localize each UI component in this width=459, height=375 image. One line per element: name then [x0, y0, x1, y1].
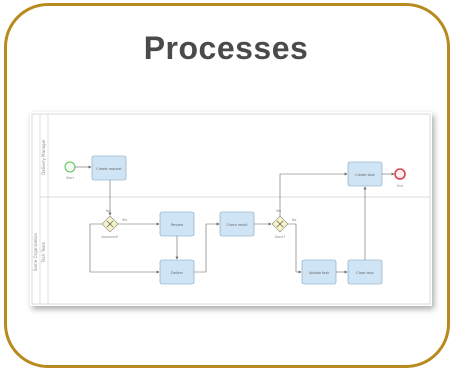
- start-event: [64, 161, 76, 173]
- gateway-2-no: No: [292, 218, 296, 222]
- card-title: Processes: [143, 30, 309, 66]
- bpmn-diagram: Some Organization Delivery Manager Tech …: [31, 113, 431, 305]
- end-event-label: End: [397, 184, 403, 188]
- gateway-2-yes: Yes: [276, 209, 281, 213]
- task-label-1: Create request: [96, 167, 122, 171]
- start-event-label: Start: [66, 176, 75, 180]
- gateway-label-2: Done?: [275, 235, 285, 239]
- gateway-1-no: No: [106, 209, 110, 213]
- lane-label-2: Tech Team: [41, 242, 46, 264]
- gateway-1-yes: Yes: [122, 218, 127, 222]
- task-label-2: Review: [171, 223, 183, 227]
- lane-label-1: Delivery Manager: [41, 139, 46, 175]
- task-label-3: Deliver: [171, 271, 184, 275]
- task-label-4: Check result: [226, 223, 248, 227]
- end-event: [394, 168, 406, 180]
- process-diagram-thumbnail: Some Organization Delivery Manager Tech …: [30, 112, 432, 306]
- task-label-6: Update task: [309, 271, 330, 275]
- pool-label: Some Organization: [33, 232, 38, 271]
- gateway-label-1: Approved?: [102, 235, 119, 239]
- task-label-7: Close task: [356, 271, 373, 275]
- task-create-request: [91, 155, 127, 181]
- task-label-5: Create task: [355, 173, 375, 177]
- sequence-flows: [75, 165, 395, 274]
